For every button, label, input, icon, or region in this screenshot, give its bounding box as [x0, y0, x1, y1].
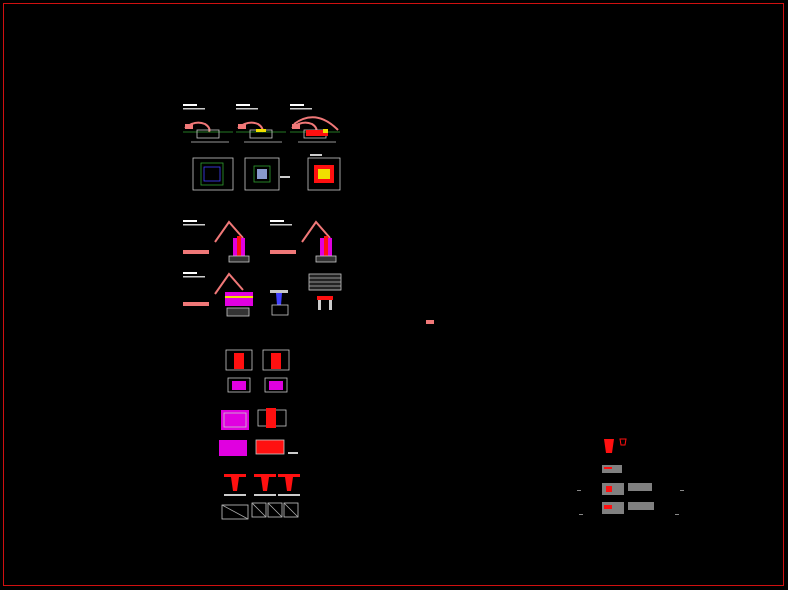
tick-mark	[579, 514, 583, 515]
detail-beam	[317, 296, 333, 300]
title-text	[183, 220, 197, 222]
pile-outline-icon	[619, 438, 627, 446]
detail-box	[221, 504, 249, 520]
pedestal	[261, 477, 269, 491]
fill-red	[306, 130, 328, 136]
plan-label	[280, 176, 290, 178]
detail-box	[251, 502, 267, 518]
plan-core	[318, 169, 330, 179]
footing-plan	[221, 410, 249, 430]
foundation-plans	[192, 154, 341, 191]
pedestal	[231, 477, 239, 491]
crane-boom	[214, 272, 244, 295]
plan-outline	[244, 157, 280, 191]
plan-fill	[269, 381, 283, 390]
pedestal	[285, 477, 293, 491]
excavator-arm	[293, 116, 339, 131]
column-rebar	[234, 353, 244, 369]
pile-base	[226, 307, 250, 317]
title-text	[290, 104, 304, 106]
title-text	[236, 104, 250, 106]
fill-yellow	[323, 129, 328, 133]
crane-track	[270, 250, 296, 254]
beam	[270, 290, 288, 293]
fill-yellow	[256, 129, 266, 132]
title-text	[183, 104, 197, 106]
column-section	[276, 293, 282, 305]
isolated-detail	[426, 320, 434, 324]
crane-boom	[214, 220, 244, 243]
pile-base	[228, 255, 250, 263]
detail-diag	[283, 502, 299, 518]
plan-outline	[307, 157, 341, 191]
plan-outline	[227, 377, 251, 393]
column-rebar	[271, 353, 281, 369]
footing-line	[254, 494, 276, 496]
beam-top	[278, 474, 300, 477]
pile-rebar	[324, 236, 328, 260]
pit-outline	[196, 129, 220, 139]
plan-green	[253, 165, 271, 183]
title-text	[270, 224, 292, 226]
plan-green	[200, 162, 224, 186]
tick-mark	[577, 490, 581, 491]
footing-rebar	[223, 412, 247, 428]
detail-box	[283, 502, 299, 518]
detail-leg	[329, 300, 332, 310]
detail-red	[606, 486, 612, 492]
excavation-elevations	[183, 104, 340, 143]
pile-base	[315, 255, 337, 263]
title-text	[183, 276, 205, 278]
detail-block	[602, 483, 624, 495]
drawing-border	[3, 3, 784, 586]
plan-piles	[257, 169, 267, 179]
detail-box	[267, 502, 283, 518]
detail-block	[628, 483, 652, 491]
crane-track	[183, 302, 209, 306]
cap-block	[225, 292, 253, 306]
plan-outline	[264, 377, 288, 393]
pile-icon	[604, 439, 614, 453]
tick-mark	[680, 490, 684, 491]
section-outline	[262, 349, 290, 371]
section-outline	[225, 349, 253, 371]
crane-track	[183, 250, 209, 254]
pile-installation-sections	[183, 220, 342, 317]
beam-top	[254, 474, 276, 477]
detail-diag	[267, 502, 283, 518]
excavator-body	[185, 124, 193, 129]
cap-rebar	[225, 296, 253, 298]
footing-plan	[219, 440, 247, 456]
plan-outline	[192, 157, 234, 191]
footing-details	[219, 349, 300, 520]
detail-block	[628, 502, 654, 510]
title-text	[183, 224, 205, 226]
excavator-body	[292, 124, 300, 129]
tick-mark	[675, 514, 679, 515]
detail-red	[604, 467, 612, 469]
beam-top	[224, 474, 246, 477]
right-details	[577, 438, 684, 515]
crane-boom	[301, 220, 331, 243]
plan-fill	[232, 381, 246, 390]
plan-blue	[203, 166, 221, 182]
title-text	[290, 108, 312, 110]
plan-label	[310, 154, 322, 156]
footing-line	[278, 494, 300, 496]
detail-diag	[251, 502, 267, 518]
detail-diag	[221, 504, 249, 520]
detail-leg	[318, 300, 321, 310]
pile-rebar	[237, 236, 241, 260]
footing-elev	[255, 439, 285, 455]
footing-line	[224, 494, 246, 496]
title-text	[183, 108, 205, 110]
title-text	[183, 272, 197, 274]
column	[266, 408, 276, 428]
excavator-body	[238, 124, 246, 129]
title-text	[270, 220, 284, 222]
footing	[271, 304, 289, 316]
label	[288, 452, 298, 454]
title-text	[236, 108, 258, 110]
detail-red	[604, 505, 612, 509]
